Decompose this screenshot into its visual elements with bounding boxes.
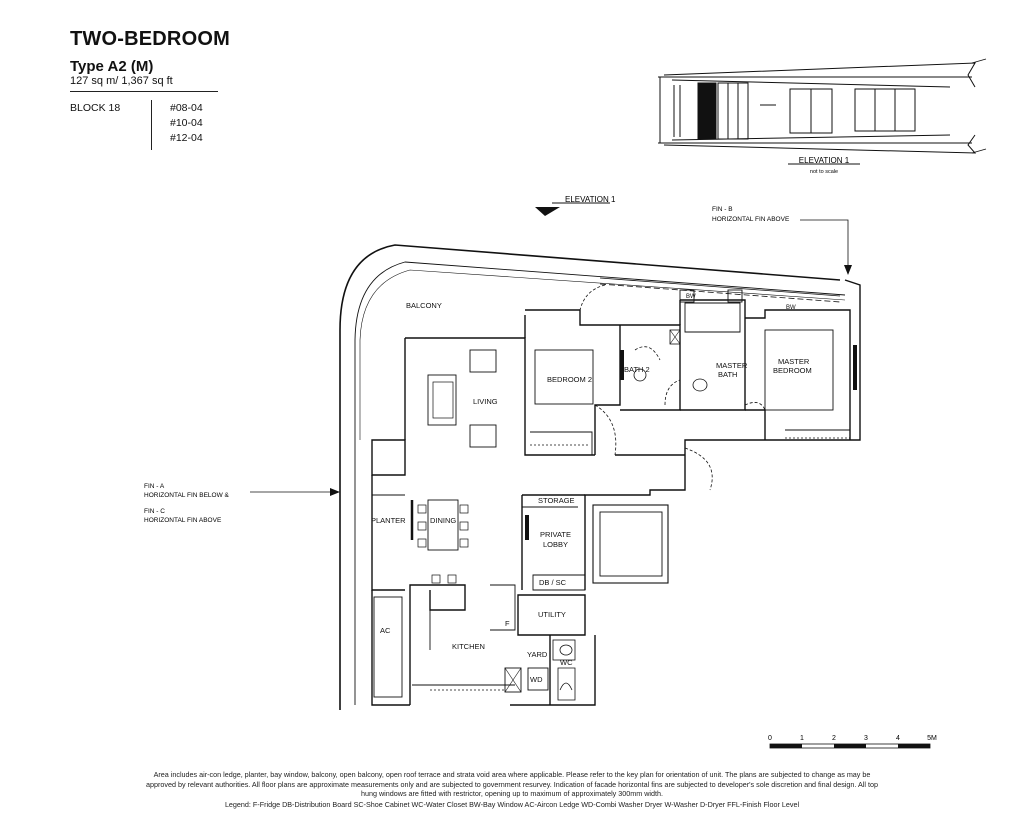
unit-number: #12-04 <box>170 132 203 144</box>
scale-tick: 0 <box>768 735 772 742</box>
scale-tick: 4 <box>896 735 900 742</box>
scale-tick: 5M <box>927 735 937 742</box>
scale-bar: 0 1 2 3 4 5M <box>768 735 937 749</box>
elevation-note: not to scale <box>810 169 838 175</box>
units-divider <box>151 100 152 150</box>
unit-type: Type A2 (M) <box>70 58 154 75</box>
room-label-db-sc: DB / SC <box>539 578 567 587</box>
scale-tick: 1 <box>800 735 804 742</box>
fin-c-desc: HORIZONTAL FIN ABOVE <box>144 517 222 524</box>
floor-plan: ELEVATION 1 FIN - B HORIZONTAL FIN ABOVE… <box>144 195 937 749</box>
room-label-storage: STORAGE <box>538 496 575 505</box>
elevation-title: ELEVATION 1 <box>799 156 850 165</box>
room-label-bath-2: BATH 2 <box>624 365 650 374</box>
unit-number: #10-04 <box>170 117 203 129</box>
room-label-wd: WD <box>530 675 543 684</box>
room-label-bay-window: BW <box>786 305 796 311</box>
fin-a-desc: HORIZONTAL FIN BELOW & <box>144 492 230 499</box>
room-label-yard: YARD <box>527 650 548 659</box>
fin-a-label: FIN - A <box>144 483 165 490</box>
room-label-balcony: BALCONY <box>406 301 442 310</box>
room-label-wc: WC <box>560 658 573 667</box>
footer-note-line: hung windows are fitted with restrictor,… <box>360 789 663 798</box>
room-label-master-bath: MASTER <box>716 361 748 370</box>
elevation-drawing: ELEVATION 1 not to scale <box>658 58 987 175</box>
room-label-planter: PLANTER <box>371 516 406 525</box>
footer-note-line: approved by relevant authorities. All fl… <box>146 779 878 789</box>
room-label-master-bedroom: BEDROOM <box>773 366 812 375</box>
fin-b-desc: HORIZONTAL FIN ABOVE <box>712 216 790 223</box>
room-label-master-bath: BATH <box>718 370 737 379</box>
page-title: TWO-BEDROOM <box>70 28 230 50</box>
room-label-kitchen: KITCHEN <box>452 642 485 651</box>
fin-b-label: FIN - B <box>712 206 733 213</box>
footer-notes: Area includes air-con ledge, planter, ba… <box>60 770 964 809</box>
room-label-living: LIVING <box>473 397 498 406</box>
room-label-master-bedroom: MASTER <box>778 357 810 366</box>
elevation-marker-label: ELEVATION 1 <box>565 195 616 204</box>
room-label-dining: DINING <box>430 516 456 525</box>
room-label-utility: UTILITY <box>538 610 566 619</box>
room-label-private-lobby: LOBBY <box>543 540 568 549</box>
scale-tick: 3 <box>864 735 868 742</box>
scale-tick: 2 <box>832 735 836 742</box>
room-label-bedroom-2: BEDROOM 2 <box>547 375 592 384</box>
footer-legend: Legend: F-Fridge DB-Distribution Board S… <box>224 799 800 809</box>
unit-area: 127 sq m/ 1,367 sq ft <box>70 75 173 87</box>
header-divider <box>70 91 218 92</box>
room-label-fridge: F <box>505 619 510 628</box>
room-label-bay-window: BW <box>686 294 696 300</box>
block-label: BLOCK 18 <box>70 102 121 114</box>
room-label-ac: AC <box>380 626 391 635</box>
room-label-private-lobby: PRIVATE <box>540 530 571 539</box>
unit-number: #08-04 <box>170 102 203 114</box>
footer-note-line: Area includes air-con ledge, planter, ba… <box>153 770 871 779</box>
fin-c-label: FIN - C <box>144 508 165 515</box>
